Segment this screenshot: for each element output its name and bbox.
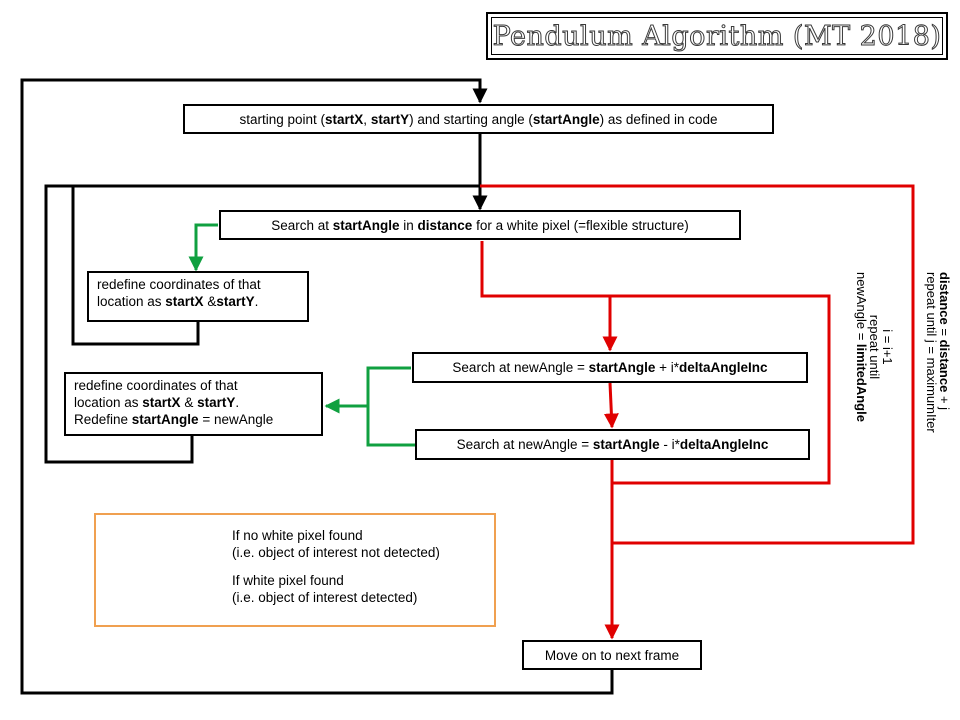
found-to-redefine1-line (188, 223, 218, 272)
legend-success-line2: (i.e. object of interest detected) (232, 590, 418, 605)
inner-loop-line1: i = i+1 (880, 329, 895, 365)
redefine1-line1: redefine coordinates of that (97, 277, 261, 292)
diagram-title: Pendulum Algorithm (MT 2018) (491, 17, 943, 55)
redefine-coordinates-angle-box: redefine coordinates of that location as… (64, 372, 323, 436)
redefine2-line2: location as startX & startY. (74, 395, 240, 410)
search-distance-box: Search at startAngle in distance for a w… (219, 210, 741, 240)
legend-success-line1: If white pixel found (232, 573, 344, 588)
redefine2-line3: Redefine startAngle = newAngle (74, 412, 274, 427)
legend-success-text: If white pixel found (i.e. object of int… (232, 572, 417, 606)
next-frame-box: Move on to next frame (522, 640, 702, 670)
legend-box (94, 513, 496, 627)
redefine2-line1: redefine coordinates of that (74, 378, 238, 393)
legend-fail-line1: If no white pixel found (232, 528, 363, 543)
redefine1-line2: location as startX &startY. (97, 294, 259, 309)
legend-fail-line2: (i.e. object of interest not detected) (232, 545, 440, 560)
outer-loop-label: distance = distance + j repeat until j =… (924, 272, 952, 433)
plus-to-minus-line (603, 382, 619, 429)
outer-j-loop-line (480, 184, 915, 545)
legend-fail-text: If no white pixel found (i.e. object of … (232, 527, 440, 561)
search-distance-text: Search at startAngle in distance for a w… (271, 217, 689, 233)
outer-loop-line1: distance = distance + j (937, 272, 952, 411)
found-to-redefine2-line (326, 366, 415, 447)
outer-frame-loop-line (20, 78, 614, 695)
redefine-coordinates-box: redefine coordinates of that location as… (87, 271, 309, 322)
search-plus-text: Search at newAngle = startAngle + i*delt… (452, 360, 768, 375)
search-minus-text: Search at newAngle = startAngle - i*delt… (456, 437, 769, 452)
title-box: Pendulum Algorithm (MT 2018) (486, 12, 948, 60)
start-text: starting point (startX, startY) and star… (239, 111, 718, 127)
outer-loop-line2: repeat until j = maximumIter (924, 272, 939, 433)
start-box: starting point (startX, startY) and star… (183, 104, 774, 134)
inner-loop-line2: repeat until (867, 314, 882, 380)
redefine2-loop-line (44, 184, 194, 464)
inner-loop-line3: newAngle = limitedAngle (854, 272, 869, 422)
inner-loop-label: i = i+1 repeat until newAngle = limitedA… (854, 272, 895, 422)
search-minus-angle-box: Search at newAngle = startAngle - i*delt… (415, 429, 810, 460)
inner-i-loop-line (610, 294, 831, 485)
notfound-to-search-plus-line (480, 241, 618, 352)
next-frame-text: Move on to next frame (544, 647, 680, 663)
search-plus-angle-box: Search at newAngle = startAngle + i*delt… (412, 352, 808, 383)
redefine1-loop-line (71, 184, 480, 346)
